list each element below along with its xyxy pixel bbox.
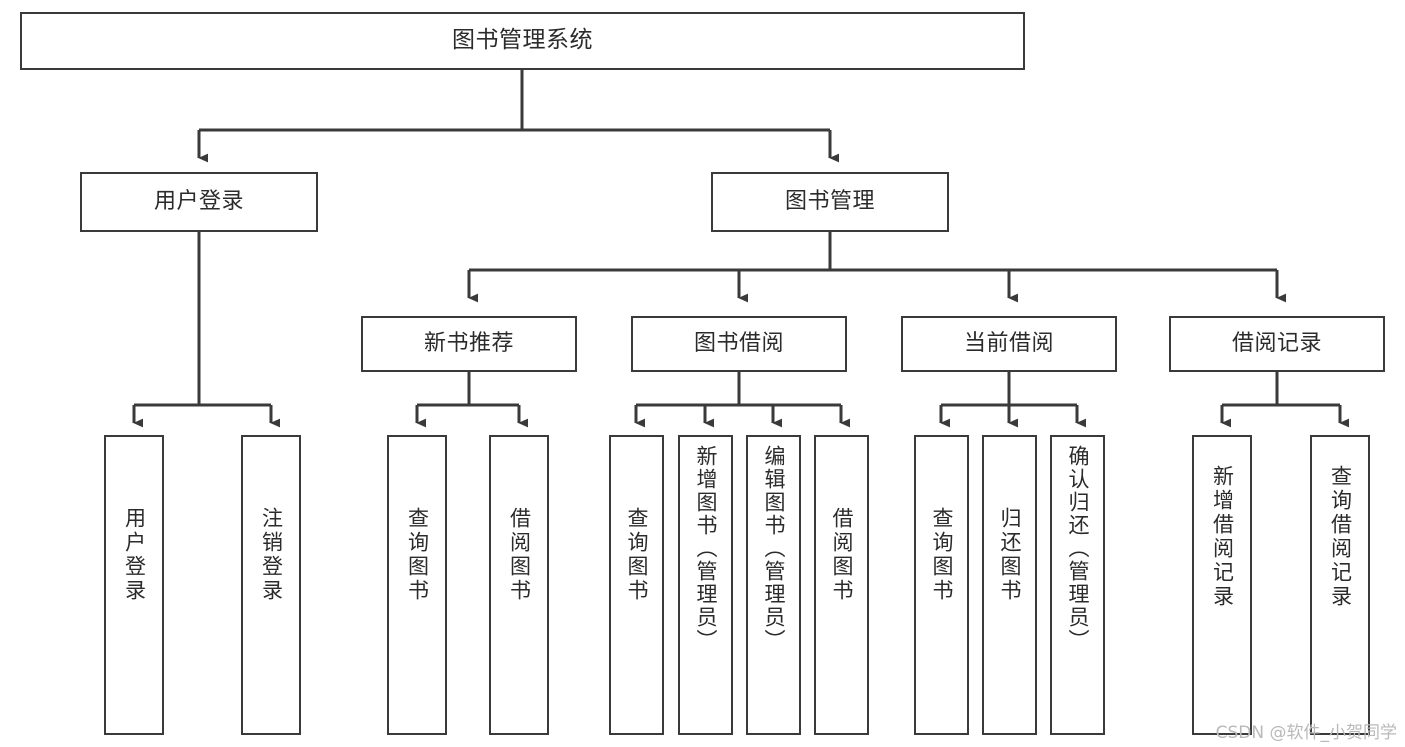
leaf-logout[interactable]: 注销登录 — [241, 435, 301, 735]
leaf-query-borrow-record-label: 查询借阅记录 — [1328, 465, 1353, 609]
node-book-management[interactable]: 图书管理 — [711, 172, 949, 232]
node-current-borrow-label: 当前借阅 — [963, 331, 1054, 357]
leaf-bookborrow-edit-book[interactable]: 编辑图书（管理员） — [746, 435, 801, 735]
leaf-bookborrow-edit-book-label: 编辑图书（管理员） — [762, 445, 786, 652]
leaf-bookborrow-add-book[interactable]: 新增图书（管理员） — [678, 435, 733, 735]
leaf-newbook-query-book[interactable]: 查询图书 — [387, 435, 447, 735]
leaf-newbook-query-book-label: 查询图书 — [405, 507, 430, 603]
leaf-currentborrow-query-book-label: 查询图书 — [930, 507, 954, 603]
node-borrow-record[interactable]: 借阅记录 — [1169, 316, 1385, 372]
node-borrow-record-label: 借阅记录 — [1231, 331, 1322, 357]
leaf-currentborrow-confirm-return-label: 确认归还（管理员） — [1066, 445, 1090, 652]
node-book-borrow-label: 图书借阅 — [693, 331, 784, 357]
node-book-management-label: 图书管理 — [784, 189, 875, 215]
leaf-currentborrow-query-book[interactable]: 查询图书 — [914, 435, 969, 735]
leaf-newbook-borrow-book-label: 借阅图书 — [507, 507, 532, 603]
node-book-borrow[interactable]: 图书借阅 — [631, 316, 847, 372]
leaf-user-login[interactable]: 用户登录 — [104, 435, 164, 735]
leaf-bookborrow-query-book[interactable]: 查询图书 — [609, 435, 664, 735]
leaf-bookborrow-borrow-book-label: 借阅图书 — [830, 507, 854, 603]
leaf-bookborrow-borrow-book[interactable]: 借阅图书 — [814, 435, 869, 735]
node-current-borrow[interactable]: 当前借阅 — [901, 316, 1117, 372]
leaf-logout-label: 注销登录 — [259, 507, 284, 603]
node-root[interactable]: 图书管理系统 — [20, 12, 1025, 70]
leaf-query-borrow-record[interactable]: 查询借阅记录 — [1310, 435, 1370, 735]
leaf-currentborrow-return-book-label: 归还图书 — [998, 507, 1022, 603]
leaf-newbook-borrow-book[interactable]: 借阅图书 — [489, 435, 549, 735]
node-new-book-recommend[interactable]: 新书推荐 — [361, 316, 577, 372]
leaf-currentborrow-confirm-return[interactable]: 确认归还（管理员） — [1050, 435, 1105, 735]
leaf-user-login-label: 用户登录 — [122, 507, 147, 603]
csdn-watermark: CSDN @软件_小贺同学 — [1215, 723, 1397, 743]
node-new-book-recommend-label: 新书推荐 — [423, 331, 514, 357]
leaf-add-borrow-record-label: 新增借阅记录 — [1210, 465, 1235, 609]
leaf-bookborrow-add-book-label: 新增图书（管理员） — [694, 445, 718, 652]
leaf-add-borrow-record[interactable]: 新增借阅记录 — [1192, 435, 1252, 735]
leaf-currentborrow-return-book[interactable]: 归还图书 — [982, 435, 1037, 735]
node-root-label: 图书管理系统 — [452, 27, 593, 54]
node-user-login-label: 用户登录 — [153, 189, 244, 215]
node-user-login[interactable]: 用户登录 — [80, 172, 318, 232]
leaf-bookborrow-query-book-label: 查询图书 — [625, 507, 649, 603]
